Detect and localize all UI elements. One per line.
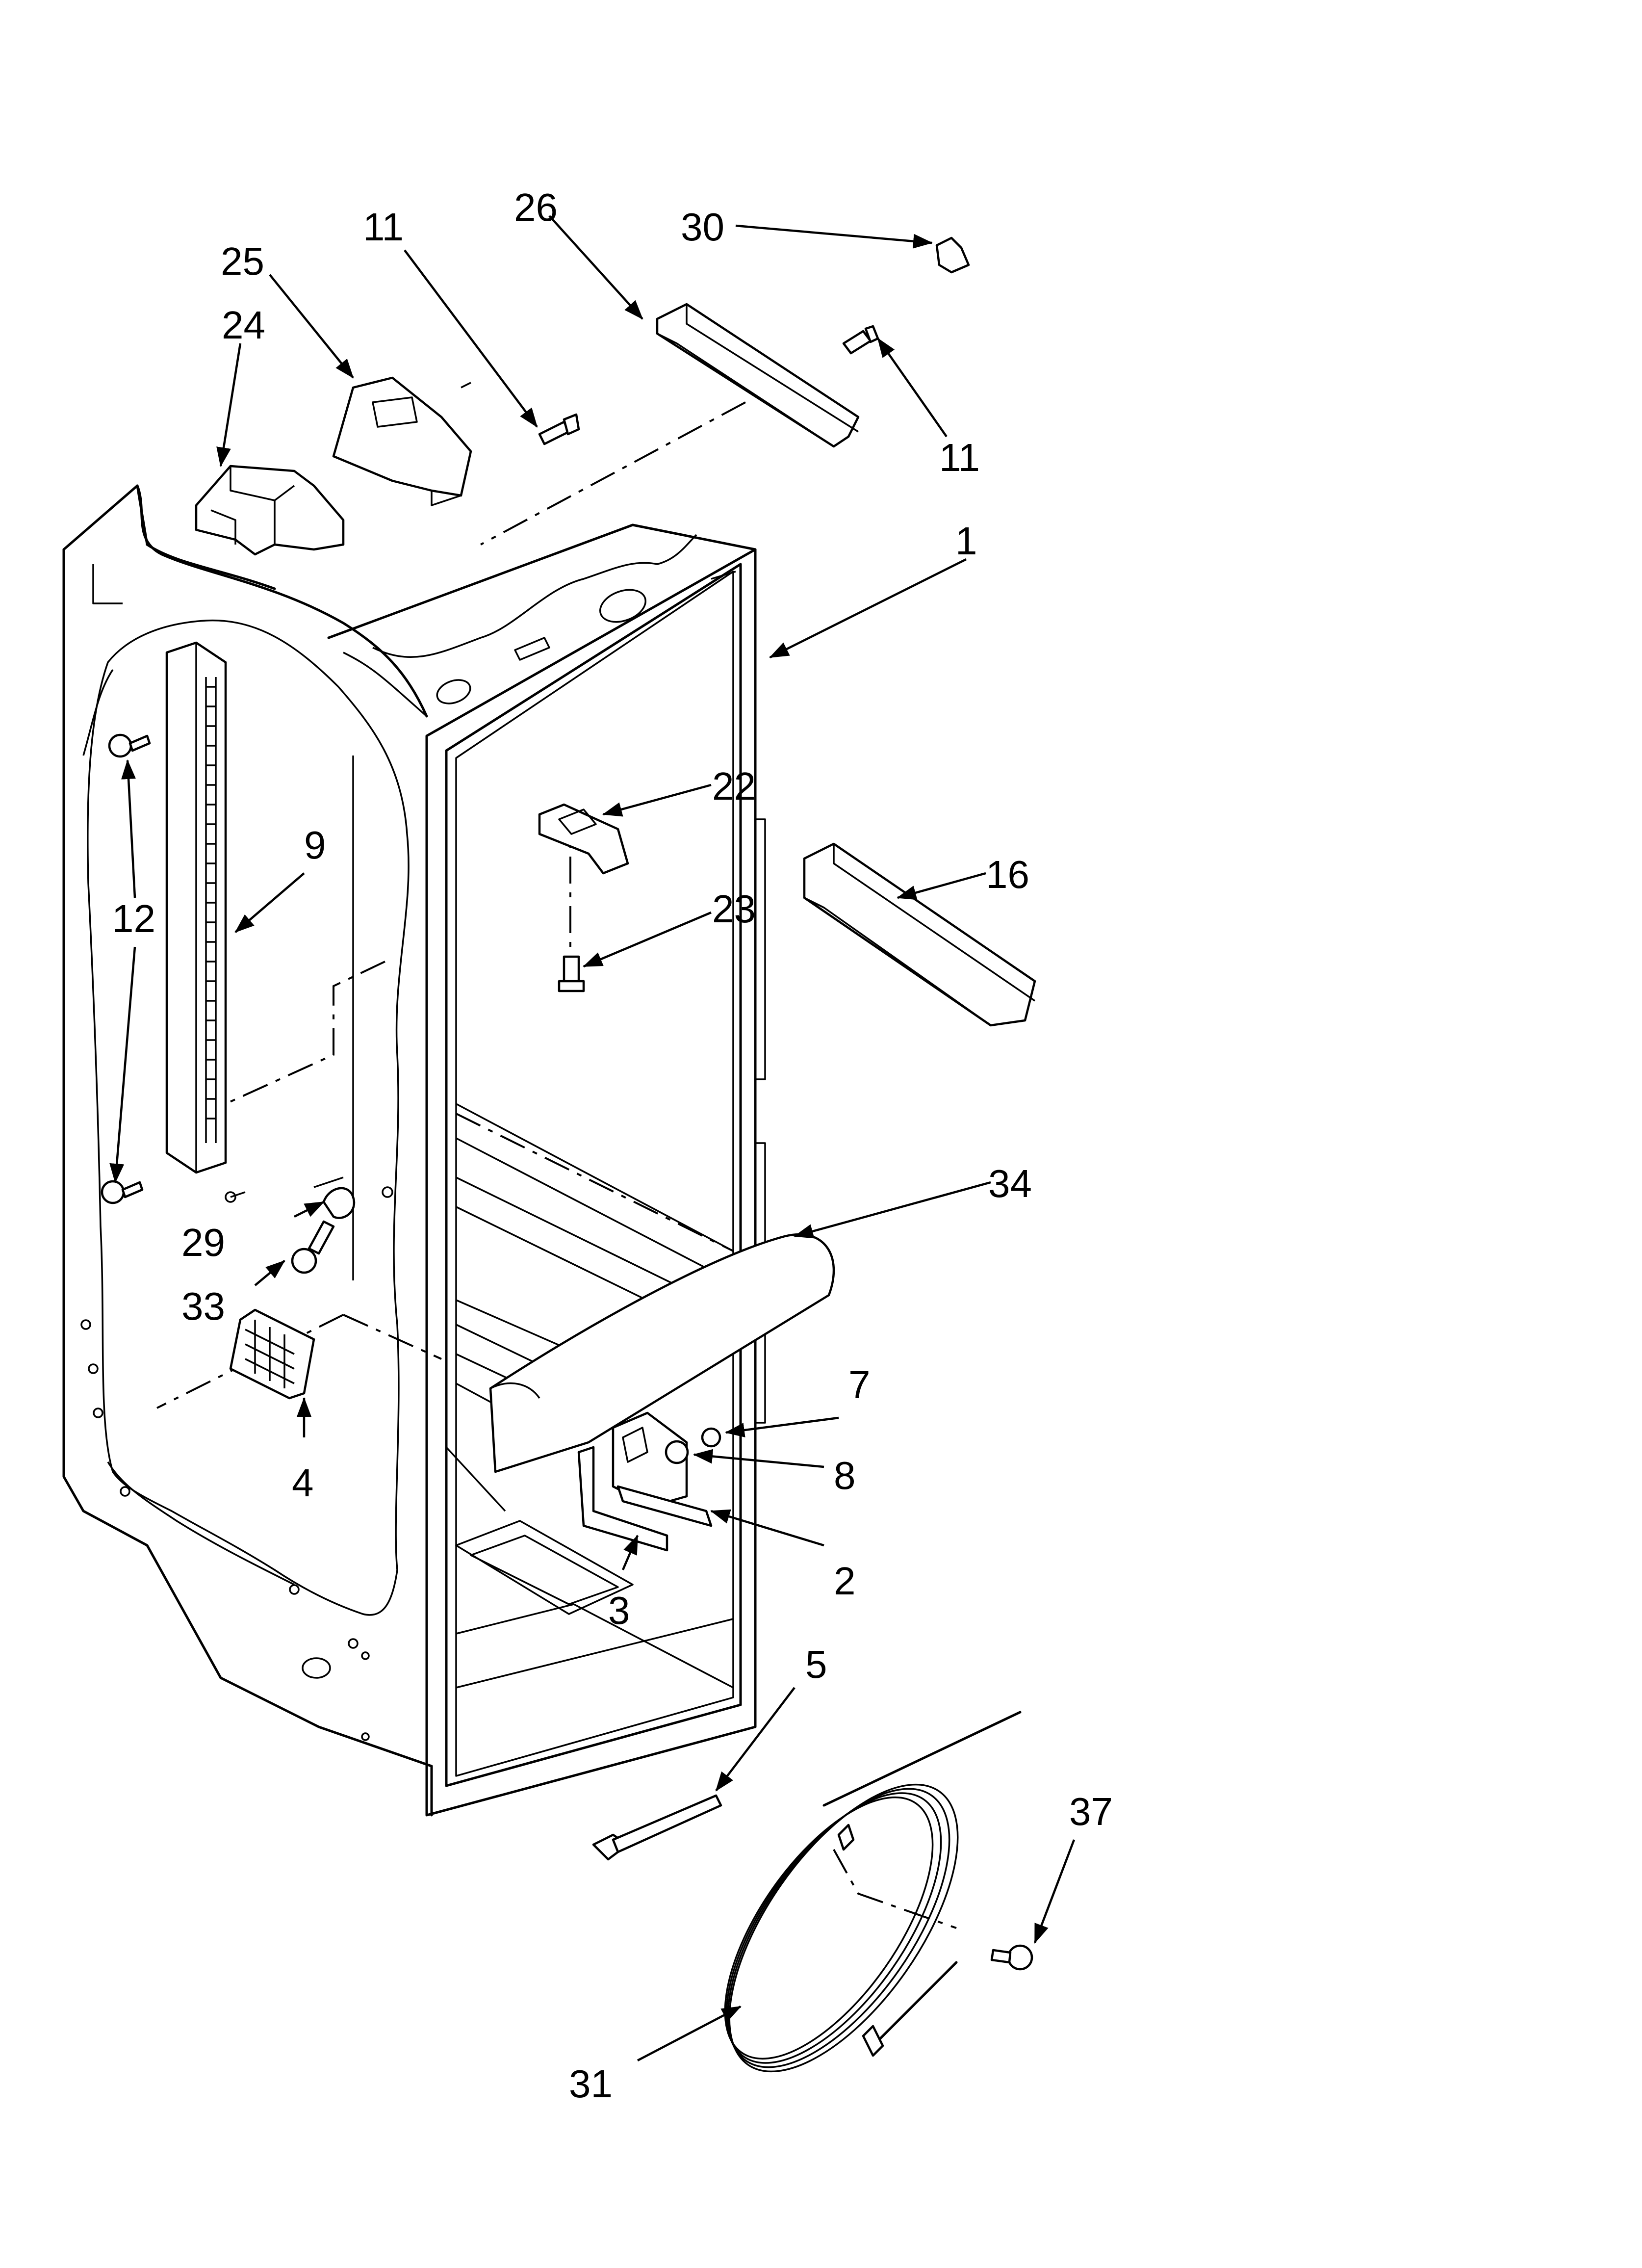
callout-5: 5 — [805, 1642, 827, 1686]
callout-23: 23 — [712, 887, 756, 931]
alignment-dash-lines — [156, 401, 957, 1929]
bracket-part — [616, 1485, 713, 1527]
screw-part — [538, 413, 580, 445]
bracket-part — [538, 803, 629, 875]
callout-9: 9 — [304, 823, 326, 867]
light-shield-part — [229, 1308, 315, 1400]
callout-11a: 11 — [363, 205, 404, 249]
callout-33: 33 — [181, 1284, 225, 1328]
screw-part — [101, 1180, 144, 1204]
callout-1: 1 — [955, 519, 977, 563]
ladder-slots — [206, 686, 216, 1120]
callout-11b: 11 — [939, 436, 980, 479]
light-bulb-part — [291, 1220, 335, 1274]
clip-part — [935, 236, 970, 274]
cable-tie-part — [592, 1794, 722, 1861]
callout-37: 37 — [1069, 1790, 1113, 1833]
screw-part — [108, 733, 151, 758]
callout-8: 8 — [834, 1454, 856, 1497]
callout-22: 22 — [712, 764, 756, 808]
screw-part — [558, 955, 585, 992]
callout-7: 7 — [848, 1363, 871, 1407]
top-rail-part — [656, 303, 860, 448]
shelf-ladder-part — [165, 641, 227, 1174]
callout-4: 4 — [292, 1461, 314, 1505]
callout-31: 31 — [569, 2062, 613, 2106]
callout-labels: 1 2 3 4 5 7 8 9 11 11 12 16 22 23 24 25 … — [112, 185, 1113, 2106]
light-socket-part — [225, 1176, 393, 1219]
temperature-control-part — [612, 1411, 689, 1508]
leader-lines — [109, 215, 1076, 2061]
callout-16: 16 — [986, 853, 1029, 896]
control-cover-part — [332, 376, 472, 506]
callout-26: 26 — [514, 185, 558, 229]
channel-part — [803, 842, 1036, 1027]
crisper-cover-part — [489, 1233, 835, 1473]
control-knob-part — [701, 1427, 721, 1448]
callout-34: 34 — [988, 1162, 1032, 1205]
callout-2: 2 — [834, 1559, 856, 1603]
callout-3: 3 — [608, 1589, 630, 1632]
callout-24: 24 — [222, 303, 265, 347]
bracket-part — [577, 1446, 668, 1552]
callout-12: 12 — [112, 897, 155, 940]
water-tubing-part — [724, 1711, 1022, 2073]
screw-part — [842, 325, 879, 355]
callout-30: 30 — [681, 205, 724, 249]
callout-29: 29 — [181, 1221, 225, 1264]
control-housing-part — [195, 465, 345, 556]
callout-25: 25 — [221, 239, 264, 283]
screw-part — [990, 1944, 1033, 1971]
